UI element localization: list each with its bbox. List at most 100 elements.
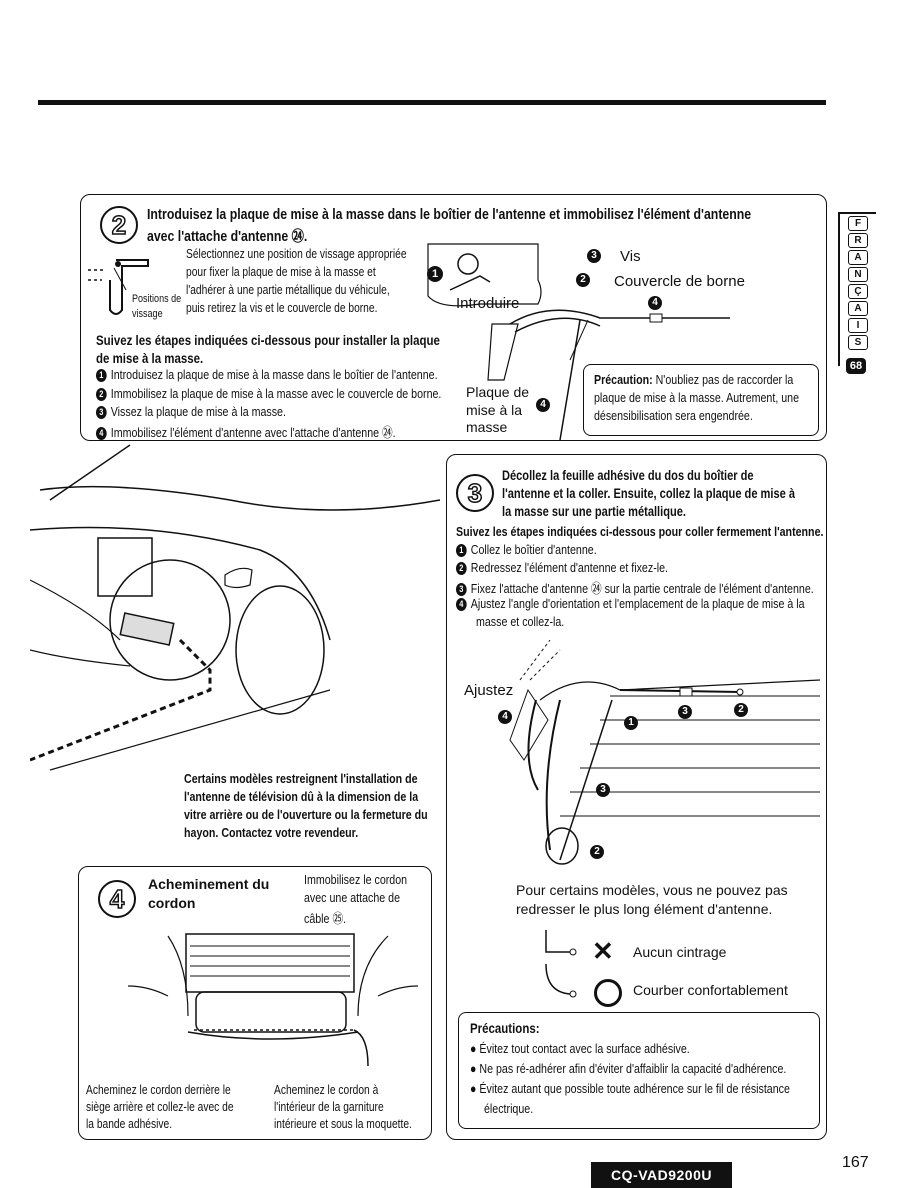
precaution-text: Ne pas ré-adhérer afin d'éviter d'affaib… — [479, 1061, 787, 1076]
car-note-4: hayon. Contactez votre revendeur. — [184, 825, 359, 840]
screw-positions-illustration — [88, 259, 149, 315]
caution-line-2: plaque de mise à la masse. Autrement, un… — [594, 390, 800, 405]
step-text: Ajustez l'angle d'orientation et l'empla… — [470, 596, 805, 611]
gentle-bend-label: Courber confortablement — [633, 982, 788, 998]
step4-number: 4 — [98, 880, 136, 918]
route-right-1: Acheminez le cordon à — [274, 1083, 379, 1097]
caution-box — [583, 364, 819, 436]
tab-letter: A — [848, 250, 868, 265]
plaque-label-2: mise à la — [466, 402, 523, 418]
route-left-3: la bande adhésive. — [86, 1117, 173, 1131]
precautions-box — [458, 1012, 820, 1129]
step-text: Collez le boîtier d'antenne. — [470, 542, 597, 557]
car-note-1: Certains modèles restreignent l'installa… — [184, 771, 418, 786]
route-left-1: Acheminez le cordon derrière le — [86, 1083, 231, 1097]
tab-letter: F — [848, 216, 868, 231]
step3-title-2: l'antenne et la coller. Ensuite, collez … — [502, 486, 796, 501]
marker-4b: 4 — [536, 398, 550, 412]
marker-3c: 3 — [678, 705, 692, 719]
antenna-plate-illustration — [427, 243, 730, 440]
step-text: Immobilisez l'élément d'antenne avec l'a… — [110, 425, 396, 440]
tab-page-number: 68 — [846, 358, 866, 374]
header-rule — [38, 100, 826, 105]
step2-title-line2: avec l'attache d'antenne ㉔. — [147, 228, 308, 245]
introduire-label: Introduire — [456, 295, 520, 312]
step-bullet: 2 — [456, 562, 467, 576]
marker-2c: 2 — [734, 703, 748, 717]
step-bullet: 4 — [456, 598, 467, 612]
select-text-4: puis retirez la vis et le couvercle de b… — [186, 301, 378, 315]
step-bullet: 3 — [96, 406, 107, 420]
route-right-2: l'intérieur de la garniture — [274, 1100, 384, 1114]
step3-title-3: la masse sur une partie métallique. — [502, 504, 686, 519]
positions-label-1: Positions de — [132, 293, 182, 305]
tab-letter: A — [848, 301, 868, 316]
step2-box — [80, 194, 827, 441]
step-text: Redressez l'élément d'antenne et fixez-l… — [470, 560, 669, 575]
select-text-1: Sélectionnez une position de vissage app… — [186, 247, 407, 261]
antenna-glass-illustration — [509, 640, 821, 865]
select-text-2: pour fixer la plaque de mise à la masse … — [186, 265, 376, 279]
marker-2d: 2 — [590, 845, 604, 859]
step-text: Vissez la plaque de mise à la masse. — [110, 404, 286, 419]
step2-number: 2 — [100, 206, 138, 244]
step3-title-1: Décollez la feuille adhésive du dos du b… — [502, 468, 754, 483]
precaution-cont: électrique. — [484, 1101, 534, 1116]
clamp-text-1: Immobilisez le cordon — [304, 872, 408, 887]
step-text: Introduisez la plaque de mise à la masse… — [110, 367, 438, 382]
vis-label: Vis — [620, 248, 641, 265]
language-tab: F R A N Ç A I S 68 — [838, 212, 876, 374]
step4-box — [78, 866, 432, 1140]
marker-1: 1 — [427, 266, 443, 282]
route-left-2: siège arrière et collez-le avec de — [86, 1100, 234, 1114]
clamp-text-3: câble ㉕. — [304, 911, 347, 926]
step-bullet: 1 — [96, 369, 107, 383]
page-number: 167 — [842, 1154, 869, 1171]
plaque-label-3: masse — [466, 419, 508, 435]
precaution-text: Évitez autant que possible toute adhéren… — [479, 1081, 790, 1096]
tab-letter: Ç — [848, 284, 868, 299]
step3-follow: Suivez les étapes indiquées ci-dessous p… — [456, 524, 824, 539]
marker-3: 3 — [587, 249, 601, 263]
step2-title-line1: Introduisez la plaque de mise à la masse… — [147, 206, 752, 223]
caution-line-3: désensibilisation sera engendrée. — [594, 408, 753, 423]
marker-4: 4 — [648, 296, 662, 310]
step4-title-1: Acheminement du — [148, 876, 270, 892]
bend-illustration — [545, 930, 577, 998]
car-note-2: l'antenne de télévision dû à la dimensio… — [184, 789, 419, 804]
precaution-item: ● Évitez autant que possible toute adhér… — [470, 1081, 790, 1096]
ajustez-label: Ajustez — [464, 682, 514, 699]
step3-number: 3 — [456, 474, 494, 512]
no-bend-label: Aucun cintrage — [633, 944, 727, 960]
precaution-item: ● Évitez tout contact avec la surface ad… — [470, 1041, 690, 1056]
marker-1c: 1 — [624, 716, 638, 730]
step-text: Immobilisez la plaque de mise à la masse… — [110, 386, 442, 401]
car-illustration — [30, 444, 441, 771]
caution-text: N'oubliez pas de raccorder la — [652, 372, 794, 387]
step-text: Fixez l'attache d'antenne ㉔ sur la parti… — [470, 581, 814, 596]
precaution-item: ● Ne pas ré-adhérer afin d'éviter d'affa… — [470, 1061, 787, 1076]
step2-follow-1: Suivez les étapes indiquées ci-dessous p… — [96, 332, 440, 348]
caution-line-1: Précaution: N'oubliez pas de raccorder l… — [594, 372, 793, 387]
route-right-3: intérieure et sous la moquette. — [274, 1117, 412, 1131]
plaque-label-1: Plaque de — [466, 384, 530, 400]
tab-letter: S — [848, 335, 868, 350]
step-bullet: 1 — [456, 544, 467, 558]
step2-follow-2: de mise à la masse. — [96, 350, 204, 366]
tab-letter: N — [848, 267, 868, 282]
step4-title-2: cordon — [148, 895, 196, 911]
circle-icon — [594, 979, 622, 1007]
step-bullet: 3 — [456, 583, 467, 597]
step3-box — [446, 454, 827, 1140]
tab-letter: R — [848, 233, 868, 248]
select-text-3: l'adhérer à une partie métallique du véh… — [186, 283, 390, 297]
some-models-1: Pour certains modèles, vous ne pouvez pa… — [516, 882, 788, 898]
